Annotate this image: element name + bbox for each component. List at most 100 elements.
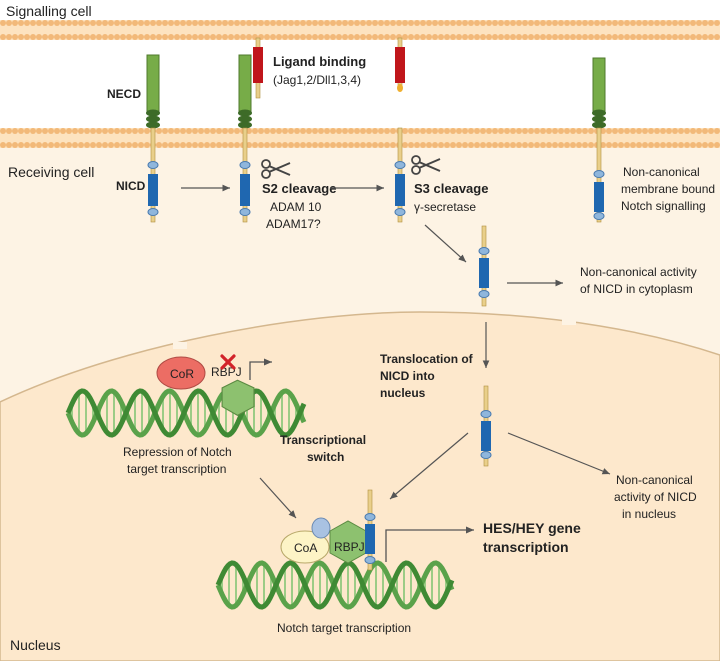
lipid-head — [492, 128, 498, 134]
lipid-head — [78, 34, 84, 40]
lipid-head — [414, 20, 420, 26]
nicd-foot — [239, 208, 251, 216]
lipid-head — [390, 20, 396, 26]
lipid-head — [24, 34, 30, 40]
lipid-head — [216, 20, 222, 26]
lipid-head — [654, 20, 660, 26]
lipid-head — [522, 20, 528, 26]
lipid-head — [702, 128, 708, 134]
blocked-x-icon — [220, 354, 236, 370]
lipid-head — [378, 142, 384, 148]
lipid-head — [234, 20, 240, 26]
lipid-head — [432, 20, 438, 26]
dna-strand — [65, 388, 307, 438]
lipid-head — [336, 142, 342, 148]
lipid-head — [546, 34, 552, 40]
lipid-head — [546, 142, 552, 148]
receiving-cell-label: Receiving cell — [8, 164, 94, 180]
lipid-head — [138, 142, 144, 148]
lipid-head — [630, 34, 636, 40]
lipid-head — [258, 142, 264, 148]
lipid-head — [30, 20, 36, 26]
lipid-head — [546, 20, 552, 26]
adam17-label: ADAM17? — [266, 217, 321, 231]
lipid-head — [624, 20, 630, 26]
lipid-head — [12, 34, 18, 40]
lipid-head — [54, 20, 60, 26]
lipid-head — [540, 128, 546, 134]
lipid-head — [462, 20, 468, 26]
notch-target-label: Notch target transcription — [277, 621, 411, 635]
lipid-head — [486, 142, 492, 148]
lipid-head — [642, 128, 648, 134]
lipid-head — [372, 20, 378, 26]
lipid-head — [414, 34, 420, 40]
lipid-head — [282, 34, 288, 40]
lipid-head — [312, 20, 318, 26]
lipid-head — [528, 128, 534, 134]
lipid-head — [588, 34, 594, 40]
lipid-head — [540, 20, 546, 26]
notch-receptor-ligand-bound — [238, 37, 263, 223]
nicd-foot — [394, 208, 406, 216]
lipid-head — [282, 128, 288, 134]
lipid-head — [576, 142, 582, 148]
lipid-head — [516, 142, 522, 148]
lipid-head — [12, 20, 18, 26]
lipid-head — [300, 20, 306, 26]
lipid-head — [324, 34, 330, 40]
lipid-head — [618, 20, 624, 26]
lipid-head — [162, 34, 168, 40]
lipid-head — [156, 20, 162, 26]
lipid-head — [546, 128, 552, 134]
lipid-head — [498, 142, 504, 148]
lipid-head — [654, 128, 660, 134]
lipid-head — [408, 34, 414, 40]
egf-repeat — [592, 121, 606, 129]
lipid-head — [492, 34, 498, 40]
lipid-head — [312, 34, 318, 40]
noncanon-cyto-label: Non-canonical activity — [580, 265, 697, 279]
lipid-head — [366, 20, 372, 26]
lipid-head — [114, 20, 120, 26]
lipid-head — [600, 142, 606, 148]
lipid-head — [192, 34, 198, 40]
lipid-head — [18, 34, 24, 40]
lipid-head — [438, 128, 444, 134]
lipid-head — [696, 34, 702, 40]
egf-repeat — [146, 115, 160, 123]
lipid-head — [78, 20, 84, 26]
lipid-head — [72, 20, 78, 26]
lipid-head — [438, 142, 444, 148]
lipid-head — [474, 142, 480, 148]
lipid-head — [408, 142, 414, 148]
lipid-head — [108, 34, 114, 40]
lipid-head — [198, 34, 204, 40]
lipid-head — [390, 142, 396, 148]
lipid-head — [168, 142, 174, 148]
nucleus-body — [0, 311, 720, 661]
lipid-head — [108, 142, 114, 148]
lipid-head — [480, 34, 486, 40]
lipid-head — [96, 142, 102, 148]
lipid-head — [582, 128, 588, 134]
lipid-head — [480, 20, 486, 26]
lipid-head — [474, 128, 480, 134]
lipid-head — [642, 142, 648, 148]
lipid-head — [420, 20, 426, 26]
lipid-head — [162, 142, 168, 148]
lipid-head — [678, 20, 684, 26]
lipid-head — [42, 128, 48, 134]
gamma-secretase-label: γ-secretase — [414, 200, 476, 214]
lipid-head — [672, 142, 678, 148]
lipid-head — [174, 142, 180, 148]
lipid-head — [684, 34, 690, 40]
lipid-head — [444, 128, 450, 134]
lipid-head — [12, 128, 18, 134]
lipid-head — [120, 20, 126, 26]
necd-domain — [146, 54, 160, 112]
lipid-head — [600, 128, 606, 134]
lipid-head — [708, 34, 714, 40]
lipid-head — [348, 142, 354, 148]
lipid-head — [0, 142, 6, 148]
